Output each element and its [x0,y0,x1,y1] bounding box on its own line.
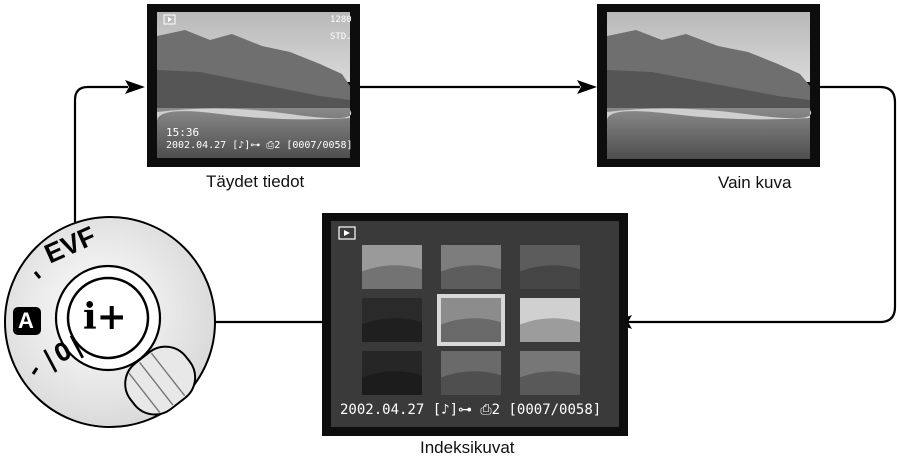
thumbnail-1-detail [362,265,422,289]
thumbnail-8[interactable] [441,351,501,395]
thumbnail-5[interactable] [441,298,501,342]
line-image-only-to-index [628,85,897,324]
caption-full-info: Täydet tiedot [206,172,305,191]
osd-status-line: 2002.04.27 [♪]⊶ ⎙2 [0007/0058] [166,140,353,151]
line-dial-to-full-info [73,85,128,222]
photo-surf [157,108,352,120]
arrowhead-right-2 [577,80,597,94]
thumbnail-8-detail [441,371,501,395]
thumbnail-6[interactable] [520,298,580,342]
playback-icon-box [338,226,356,240]
photo-cliff-shadow [607,70,810,112]
index-status-line: 2002.04.27 [♪]⊶ ⎙2 [0007/0058] [340,402,602,418]
playback-icon-box [163,14,176,25]
screen-index [322,213,628,436]
dial-tick-evf [33,271,42,279]
thumbnail-3[interactable] [520,245,580,289]
dial-label-info: i+ [83,296,127,338]
thumbnail-9-detail [520,371,580,395]
dial-label-a: A [18,308,34,333]
caption-index: Indeksikuvat [420,438,515,457]
thumbnail-7[interactable] [362,351,422,395]
screen-image-only [597,4,820,167]
dial-hub-ring [66,276,150,360]
playback-icon [168,17,172,22]
dial-tick-playback [31,367,39,375]
photo-cliff-shadow [157,70,350,112]
photo-surf [607,108,812,120]
osd-quality: STD. [330,32,352,42]
thumbnail-4-detail [362,318,422,342]
dial-knob [124,345,197,416]
playback-icon [344,230,350,236]
thumbnail-4[interactable] [362,298,422,342]
caption-image-only: Vain kuva [718,173,792,192]
thumbnail-5-detail [441,318,501,342]
thumbnail-2[interactable] [441,245,501,289]
osd-time: 15:36 [166,126,200,139]
arrowhead-right-1 [125,80,145,94]
mode-dial [4,216,216,428]
thumbnail-grid [362,245,580,395]
thumbnail-6-detail [520,318,580,342]
thumbnail-3-detail [520,265,580,289]
thumbnail-1[interactable] [362,245,422,289]
thumbnail-7-detail [362,371,422,395]
thumbnail-2-detail [441,265,501,289]
osd-resolution: 1280 [330,15,352,25]
dial-label-a-badge [13,307,41,335]
thumbnail-9[interactable] [520,351,580,395]
screen-full-info [147,4,360,167]
